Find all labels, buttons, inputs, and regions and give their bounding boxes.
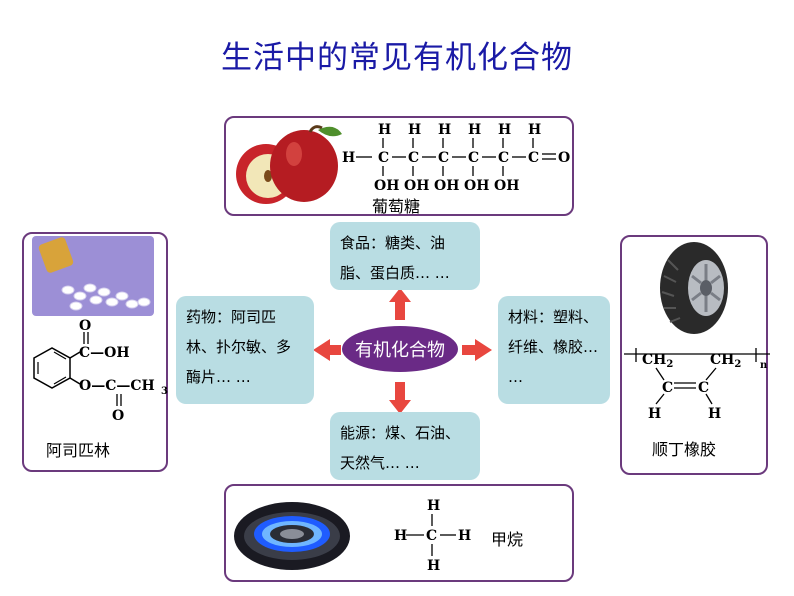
glucose-oh: OH [434,178,459,194]
rubber-h-right: H [708,406,721,422]
aspirin-structure: O C—OH O—C—CH 3 O [33,318,168,424]
rubber-c-left: C [662,380,673,396]
rubber-sub-n: n [760,360,768,371]
page-title: 生活中的常见有机化合物 [221,40,573,76]
center-node: 有机化合物 [342,326,458,372]
methane-structure: H H C H H [394,498,471,574]
rubber-c-right: C [698,380,709,396]
medicine-category: 药物：阿司匹林、扑尔敏、多酶片… … [176,296,314,404]
rubber-label: 顺丁橡胶 [652,440,717,459]
center-label: 有机化合物 [355,340,445,361]
glucose-h-top: H [468,122,481,138]
glucose-h-top: H [408,122,421,138]
aspirin-ester: O—C—CH [79,378,155,394]
glucose-h-top: H [528,122,541,138]
arrow-left-icon [313,339,341,361]
glucose-h-lead: H [342,150,355,166]
glucose-oh: OH [464,178,489,194]
aspirin-o-top: O [79,318,91,334]
methane-h-left: H [394,528,407,544]
glucose-h-top: H [438,122,451,138]
glucose-carbon: C [468,150,479,166]
food-category: 食品：糖类、油脂、蛋白质… … [330,222,480,290]
aspirin-cooh: C—OH [79,345,130,361]
glucose-carbon: C [378,150,389,166]
rubber-ch2-left: CH2 [642,352,673,370]
aspirin-label: 阿司匹林 [46,441,111,460]
glucose-carbon: C [498,150,509,166]
arrow-down-icon [389,382,411,414]
rubber-h-left: H [648,406,661,422]
glucose-oh: OH [494,178,519,194]
aspirin-o-bottom: O [112,408,124,424]
glucose-carbon: C [438,150,449,166]
methane-h-right: H [458,528,471,544]
gas-burner-image [234,502,350,570]
glucose-carbon: C [528,150,539,166]
tire-image [660,242,728,334]
glucose-h-top: H [378,122,391,138]
methane-c: C [426,528,437,544]
methane-h-bottom: H [427,558,440,574]
methane-h-top: H [427,498,440,514]
glucose-h-top: H [498,122,511,138]
materials-category: 材料：塑料、纤维、橡胶… … [498,296,610,404]
apple-image [236,125,342,204]
glucose-oh: OH [404,178,429,194]
glucose-label: 葡萄糖 [372,197,421,216]
glucose-carbon: C [408,150,419,166]
arrow-up-icon [389,288,411,320]
pills-image [32,236,154,316]
aspirin-sub3: 3 [161,386,168,397]
energy-category: 能源：煤、石油、天然气… … [330,412,480,480]
methane-label: 甲烷 [491,530,524,549]
glucose-oh: OH [374,178,399,194]
arrow-right-icon [462,339,492,361]
rubber-ch2-right: CH2 [710,352,741,370]
rubber-structure: CH2 CH2 n C C H H [624,348,770,422]
glucose-o: O [558,150,570,166]
